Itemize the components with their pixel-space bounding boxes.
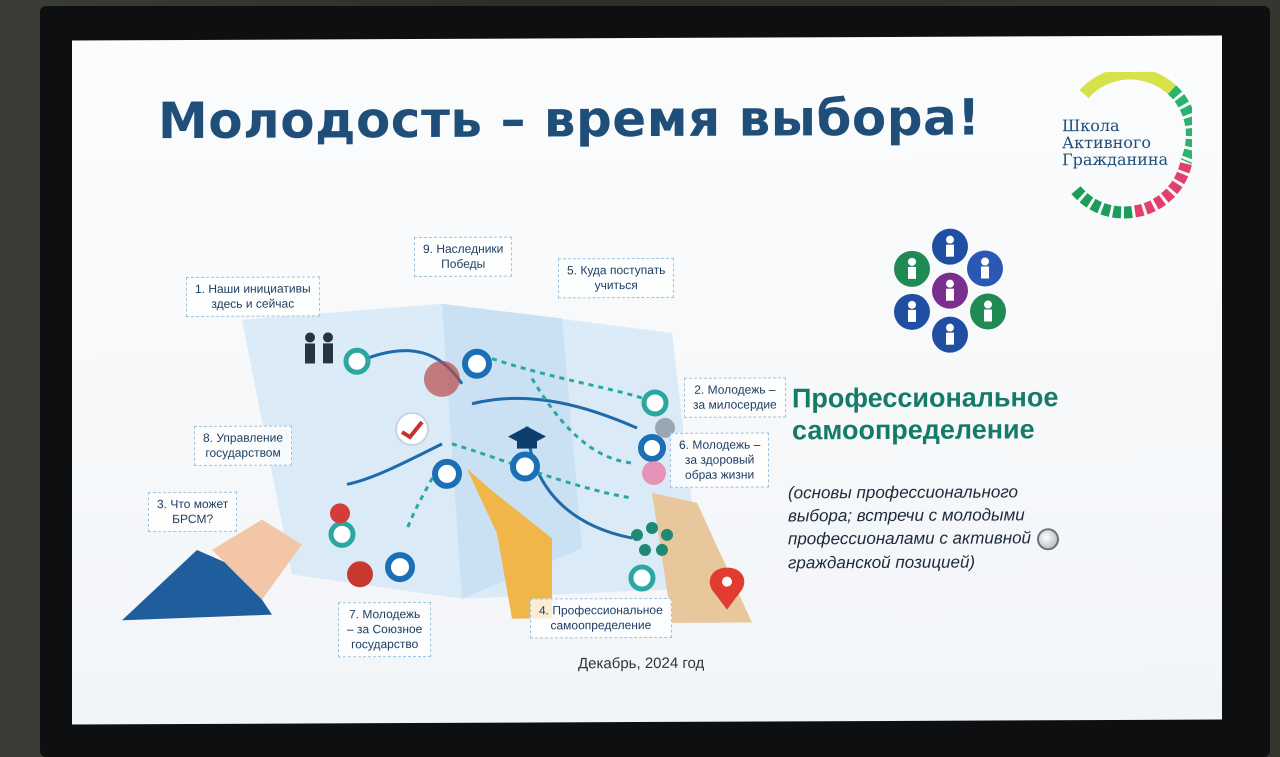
- heading-line-2: самоопределение: [792, 414, 1035, 446]
- map-label-9: 9. Наследники Победы: [414, 236, 513, 278]
- section-heading: Профессиональное самоопределение: [792, 381, 1058, 446]
- map-graphic: [122, 303, 752, 623]
- graduation-cap-icon: [508, 426, 546, 449]
- map-nodes: [328, 347, 669, 592]
- heading-line-1: Профессиональное: [792, 382, 1059, 414]
- map-pin-icon: [709, 567, 745, 610]
- logo-line-3: Гражданина: [1062, 149, 1169, 170]
- presentation-slide: Молодость – время выбора! Школа Активног…: [72, 35, 1222, 725]
- school-logo-icon: [1071, 67, 1198, 219]
- map-label-7: 7. Молодежь – за Союзное государство: [338, 601, 432, 658]
- slide-footer-date: Декабрь, 2024 год: [578, 654, 705, 673]
- map-label-2: 2. Молодежь – за милосердие: [684, 377, 786, 418]
- map-label-6: 6. Молодежь – за здоровый образ жизни: [670, 432, 770, 488]
- school-logo: Школа Активного Гражданина: [1062, 67, 1198, 228]
- logo-line-1: Школа: [1062, 115, 1120, 136]
- desc-line-3-text: профессионалами с активной: [788, 528, 1031, 549]
- slide-title: Молодость – время выбора!: [158, 88, 981, 151]
- map-label-3: 3. Что может БРСМ?: [148, 491, 238, 533]
- map-label-4: 4. Профессиональное самоопределение: [530, 597, 672, 639]
- section-description: (основы профессионального выбора; встреч…: [788, 480, 1059, 574]
- map-label-8: 8. Управление государством: [194, 425, 293, 466]
- map-label-1: 1. Наши инициативы здесь и сейчас: [186, 276, 320, 318]
- map-label-5: 5. Куда поступать учиться: [558, 257, 675, 299]
- map-illustration: 1. Наши инициативы здесь и сейчас 2. Мол…: [112, 227, 786, 658]
- people-small-icon: [305, 332, 333, 364]
- desc-line-4: гражданской позицией): [788, 552, 976, 572]
- pointer-cursor-icon: [1036, 527, 1059, 550]
- desc-line-1: (основы профессионального: [788, 482, 1018, 503]
- desc-line-3: профессионалами с активной: [788, 526, 1059, 551]
- desc-line-2: выбора; встречи с молодыми: [788, 505, 1025, 526]
- logo-line-2: Активного: [1062, 132, 1151, 153]
- people-circle-icon: [890, 226, 1010, 357]
